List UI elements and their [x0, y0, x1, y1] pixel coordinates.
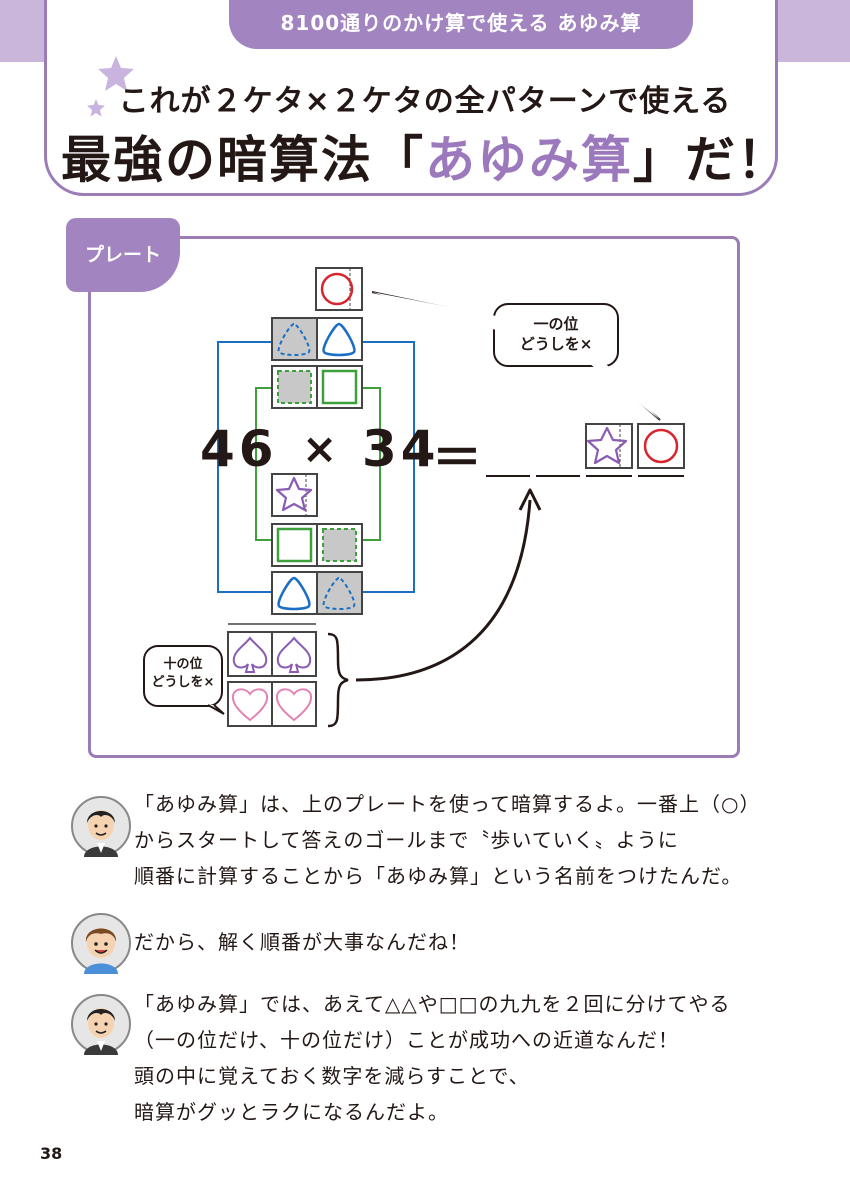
- bubble-ones-shape: [371, 291, 661, 421]
- dialogue-line: （一の位だけ、十の位だけ）ことが成功への近道なんだ！: [134, 1028, 679, 1052]
- dialogue-student-1: だから、解く順番が大事なんだね！: [134, 924, 470, 960]
- bubble-ones-line2: どうしを×: [519, 335, 593, 353]
- curly-brace: [327, 632, 349, 728]
- square-row-bottom: [271, 523, 363, 567]
- teacher-avatar: [71, 994, 131, 1055]
- bubble-ones-text: 一の位 どうしを×: [498, 314, 614, 354]
- equation-equals: ＝: [432, 429, 482, 487]
- triangle-row-bottom: [271, 571, 363, 615]
- equation-left: 46: [200, 420, 278, 478]
- bubble-tens-line2: どうしを×: [151, 675, 215, 690]
- bubble-tens-line1: 十の位: [163, 657, 203, 672]
- dialogue-line: 暗算がグッとラクになるんだよ。: [134, 1100, 449, 1124]
- teacher-avatar: [71, 796, 131, 857]
- title-suffix: 」だ！: [633, 131, 789, 189]
- page-subtitle: これが２ケタ×２ケタの全パターンで使える: [118, 84, 732, 119]
- title-accent: あゆみ算: [425, 131, 633, 189]
- small-star-icon: [87, 99, 105, 117]
- answer-star-box: [585, 423, 633, 469]
- heart-row: [227, 681, 317, 727]
- triangle-row-top: [271, 317, 363, 361]
- page-title: 最強の暗算法「あゆみ算」だ！: [0, 120, 850, 192]
- answer-circle-box: [637, 423, 685, 469]
- dialogue-line: からスタートして答えのゴールまで〝歩いていく〟ように: [134, 828, 679, 852]
- spade-row: [227, 631, 317, 677]
- blue-bracket: [217, 341, 415, 593]
- curved-arrow: [355, 499, 532, 682]
- equation-operator: ×: [302, 424, 338, 473]
- series-label: 8100通りのかけ算で使える あゆみ算: [229, 0, 693, 49]
- dialogue-line: 順番に計算することから「あゆみ算」という名前をつけたんだ。: [134, 864, 743, 888]
- top-circle-box: [315, 267, 363, 311]
- plate-panel: [88, 236, 740, 758]
- dialogue-line: 「あゆみ算」では、あえて△△や□□の九九を２回に分けてやる: [134, 992, 731, 1016]
- star-box-left: [271, 473, 318, 517]
- student-avatar: [71, 913, 131, 974]
- star-icon: [98, 56, 134, 91]
- dialogue-line: だから、解く順番が大事なんだね！: [134, 930, 470, 954]
- bubble-ones-line1: 一の位: [533, 315, 579, 333]
- dialogue-teacher-2: 「あゆみ算」では、あえて△△や□□の九九を２回に分けてやる （一の位だけ、十の位…: [134, 986, 731, 1130]
- square-row-top: [271, 365, 363, 409]
- dialogue-line: 頭の中に覚えておく数字を減らすことで、: [134, 1064, 530, 1088]
- bubble-tens-text: 十の位 どうしを×: [146, 656, 220, 692]
- arrow-head-icon: [518, 488, 542, 511]
- equation-right: 34: [362, 420, 440, 478]
- header-frame: 8100通りのかけ算で使える あゆみ算: [44, 0, 778, 196]
- dialogue-line: 「あゆみ算」は、上のプレートを使って暗算するよ。一番上（○）: [134, 792, 761, 816]
- page-number: 38: [40, 1144, 63, 1163]
- title-prefix: 最強の暗算法「: [61, 131, 425, 189]
- dialogue-teacher-1: 「あゆみ算」は、上のプレートを使って暗算するよ。一番上（○） からスタートして答…: [134, 786, 760, 894]
- green-bracket: [255, 387, 381, 541]
- bubble-tens-shape: [143, 645, 225, 715]
- plate-tab: プレート: [66, 218, 180, 292]
